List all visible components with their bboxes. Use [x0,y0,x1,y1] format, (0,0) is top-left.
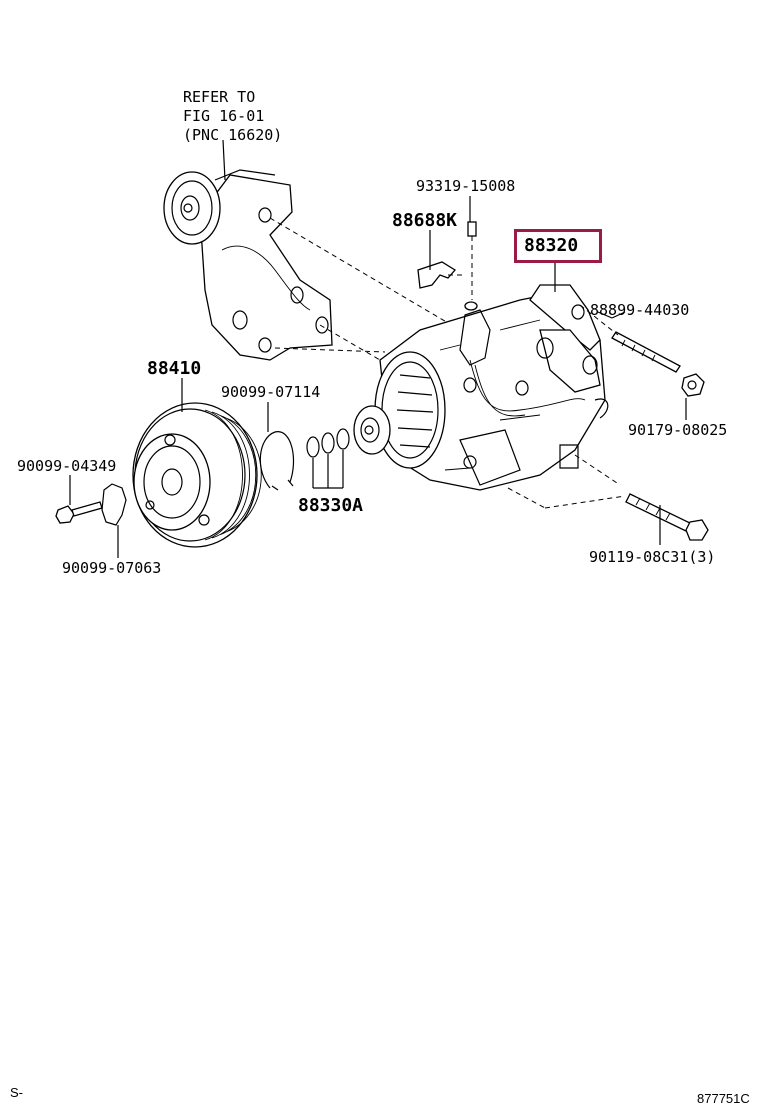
part-label-90099-04349[interactable]: 90099-04349 [17,457,117,475]
part-highlight-box [514,229,602,263]
washer-07063-drawing [101,483,127,526]
long-bolt-drawing [625,493,709,541]
refer-line-3: (PNC 16620) [183,126,283,144]
clip-88688k-drawing [417,261,456,289]
compressor-drawing [353,284,609,491]
bracket-assembly-drawing [163,139,333,361]
part-label-93319-15008[interactable]: 93319-15008 [416,177,516,195]
shims-drawing [306,428,350,458]
part-label-88899-44030[interactable]: 88899-44030 [590,301,690,319]
refer-line-1: REFER TO [183,88,256,106]
bolt-93319-drawing [467,221,477,237]
part-label-88320[interactable]: 88320 [524,235,579,256]
part-label-88410[interactable]: 88410 [147,358,202,379]
stud-bolt-drawing [611,331,705,397]
part-label-88688k[interactable]: 88688K [392,210,458,231]
clutch-pulley-drawing [132,402,262,548]
part-label-90099-07063[interactable]: 90099-07063 [62,559,162,577]
part-label-88330a[interactable]: 88330A [298,495,364,516]
part-label-90099-07114[interactable]: 90099-07114 [221,383,321,401]
snap-ring-drawing [259,431,295,489]
footer-left-code: S- [10,1085,23,1100]
part-label-90119-08c31[interactable]: 90119-08C31(3) [589,548,716,566]
bolt-04349-drawing [55,505,75,524]
part-label-90179-08025[interactable]: 90179-08025 [628,421,728,439]
footer-figure-code: 877751C [697,1091,750,1106]
refer-line-2: FIG 16-01 [183,107,265,125]
